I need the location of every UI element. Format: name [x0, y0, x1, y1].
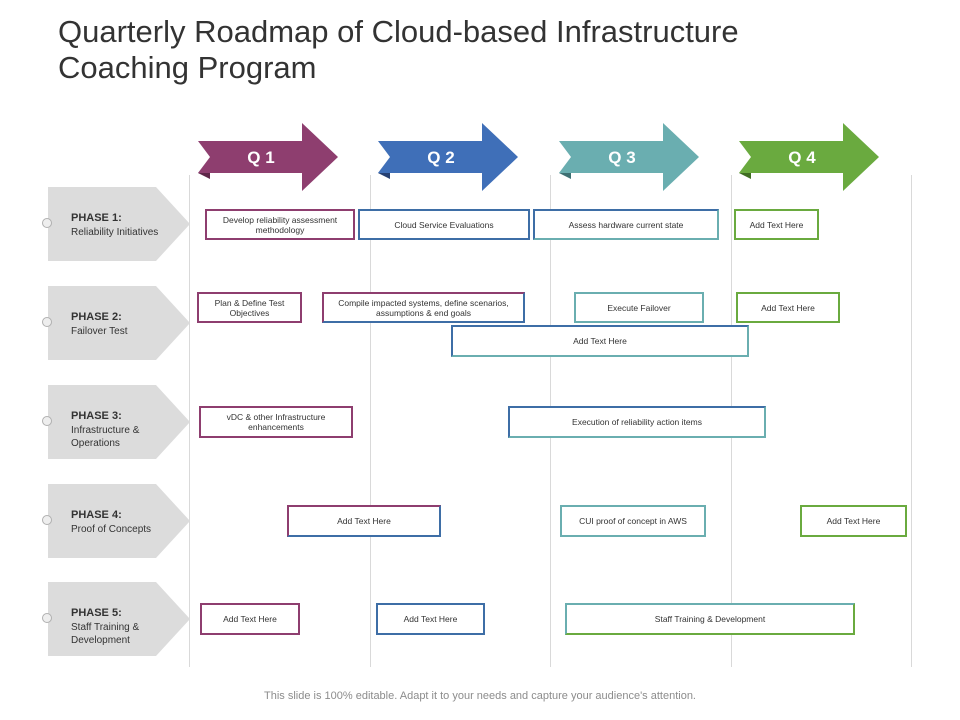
- phase-dot: [42, 317, 52, 327]
- task-box: Add Text Here: [287, 505, 441, 537]
- task-box: Add Text Here: [800, 505, 907, 537]
- page-title: Quarterly Roadmap of Cloud-based Infrast…: [58, 14, 739, 85]
- phase-title: PHASE 4:: [71, 509, 122, 521]
- phase-1: PHASE 1: Reliability Initiatives: [42, 187, 190, 261]
- phase-4: PHASE 4: Proof of Concepts: [42, 484, 190, 558]
- task-box: Add Text Here: [376, 603, 485, 635]
- quarter-arrow-q1: Q 1: [198, 123, 338, 191]
- phase-chevron: [48, 582, 190, 656]
- phase-chevron: [48, 187, 190, 261]
- phase-3: PHASE 3: Infrastructure & Operations: [42, 385, 190, 459]
- arrow-body-q3: [559, 123, 699, 191]
- phase-title: PHASE 1:: [71, 212, 122, 224]
- quarter-arrow-q3: Q 3: [559, 123, 699, 191]
- arrow-body-q4: [739, 123, 879, 191]
- task-box: Execute Failover: [574, 292, 704, 323]
- phase-title: PHASE 5:: [71, 607, 122, 619]
- arrow-body-q2: [378, 123, 518, 191]
- task-box: vDC & other Infrastructure enhancements: [199, 406, 353, 438]
- phase-subtitle: Reliability Initiatives: [71, 227, 159, 238]
- phase-chevron: [48, 286, 190, 360]
- phase-2: PHASE 2: Failover Test: [42, 286, 190, 360]
- task-box: Compile impacted systems, define scenari…: [322, 292, 525, 323]
- task-box: Assess hardware current state: [533, 209, 719, 240]
- quarter-label-q2: Q 2: [427, 148, 454, 167]
- phase-title: PHASE 3:: [71, 410, 122, 422]
- phase-subtitle: Infrastructure & Operations: [71, 425, 140, 449]
- grid-line: [911, 175, 912, 667]
- task-box: Add Text Here: [736, 292, 840, 323]
- task-box: Cloud Service Evaluations: [358, 209, 530, 240]
- phase-dot: [42, 613, 52, 623]
- task-box: Staff Training & Development: [565, 603, 855, 635]
- phase-dot: [42, 416, 52, 426]
- task-box: Add Text Here: [734, 209, 819, 240]
- phase-subtitle: Proof of Concepts: [71, 524, 152, 535]
- quarter-label-q3: Q 3: [608, 148, 635, 167]
- phase-title: PHASE 2:: [71, 311, 122, 323]
- task-box: Develop reliability assessment methodolo…: [205, 209, 355, 240]
- quarter-arrow-q4: Q 4: [739, 123, 879, 191]
- phase-chevron: [48, 385, 190, 459]
- task-box: CUI proof of concept in AWS: [560, 505, 706, 537]
- arrow-body-q1: [198, 123, 338, 191]
- quarter-label-q1: Q 1: [247, 148, 274, 167]
- quarter-label-q4: Q 4: [788, 148, 816, 167]
- phase-dot: [42, 218, 52, 228]
- grid-line: [370, 175, 371, 667]
- task-box: Plan & Define Test Objectives: [197, 292, 302, 323]
- phase-chevron: [48, 484, 190, 558]
- footer-note: This slide is 100% editable. Adapt it to…: [264, 690, 696, 702]
- phase-subtitle: Failover Test: [71, 326, 128, 337]
- phase-5: PHASE 5: Staff Training & Development: [42, 582, 190, 656]
- grid-line: [189, 175, 190, 667]
- phase-subtitle: Staff Training & Development: [71, 622, 140, 646]
- task-box: Execution of reliability action items: [508, 406, 766, 438]
- task-box: Add Text Here: [451, 325, 749, 357]
- quarter-arrow-q2: Q 2: [378, 123, 518, 191]
- task-box: Add Text Here: [200, 603, 300, 635]
- phase-dot: [42, 515, 52, 525]
